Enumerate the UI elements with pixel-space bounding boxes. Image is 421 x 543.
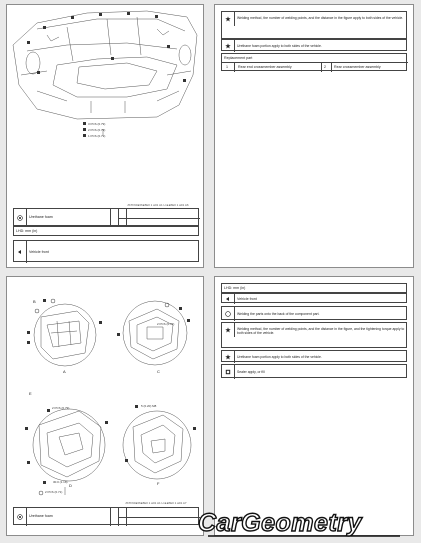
replacement-parts-header: Replacement part	[224, 56, 253, 60]
vehicle-front-label: Vehicle front	[237, 297, 257, 301]
welding-star-icon	[225, 16, 231, 22]
view-letter-c: C	[157, 369, 160, 374]
unit-row: LHD: mm (in)	[221, 283, 407, 293]
part-1-number: 1	[226, 65, 228, 69]
view-letter-e: E	[29, 391, 32, 396]
vehicle-front-icon	[18, 250, 21, 254]
welding-torque-text: Welding method, the number of welding po…	[237, 327, 405, 336]
urethane-foam-icon	[17, 215, 23, 221]
back-weld-icon	[225, 311, 231, 317]
manual-page-2: Welding method, the number of welding po…	[214, 4, 414, 268]
figure-label-5: 2 PCS (0.71)	[45, 490, 62, 494]
note-row-welding: Welding method, the number of welding po…	[221, 11, 407, 39]
figure-label-1: 2 PCS (0.79)	[52, 406, 69, 410]
replacement-parts-table: Replacement part 1 Rear end crossmember …	[221, 53, 408, 72]
lhd-unit-label: LHD: mm (in)	[16, 229, 38, 233]
back-weld-row: Welding the parts onto the back of the c…	[221, 306, 407, 321]
figure-reference: JSTF90●06●8E0 1 ●01 A1 L1●●8E0 1 ●01 A7	[125, 501, 187, 505]
lhd-unit-label: LHD: mm (in)	[224, 286, 246, 290]
sealer-icon	[225, 369, 231, 375]
manual-page-1: 3 PCS (0.79) 2 PCS (0.79) 1 PCS (0.79) J…	[6, 4, 204, 268]
urethane-row: Urethane foam portion apply to both side…	[221, 350, 407, 363]
note-row-urethane: Urethane foam portion apply to both side…	[221, 39, 407, 52]
urethane-foam-label: Urethane foam	[29, 215, 53, 219]
detail-label-3: 1 PCS (0.79)	[88, 134, 105, 138]
detail-labels: 3 PCS (0.79) 2 PCS (0.79) 1 PCS (0.79)	[83, 122, 105, 138]
view-letter-d: D	[69, 483, 72, 488]
part-2-name: Rear crossmember assembly	[334, 65, 381, 69]
vehicle-front-label: Vehicle front	[29, 250, 49, 254]
figure-label-3: 5 (0.20) M8	[141, 404, 157, 408]
vehicle-front-row: Vehicle front	[221, 293, 407, 304]
view-letter-a: A	[63, 369, 66, 374]
urethane-foam-label: Urethane foam	[29, 514, 53, 518]
part-1-name: Rear end crossmember assembly	[238, 65, 292, 69]
sealer-text: Sealer apply, or fill	[237, 370, 265, 374]
watermark-logo: CarGeometry	[197, 506, 416, 540]
welding-star-icon	[225, 327, 231, 333]
view-letter-f: F	[157, 481, 160, 486]
urethane-text: Urethane foam portion apply to both side…	[237, 355, 322, 359]
welding-torque-row: Welding method, the number of welding po…	[221, 322, 407, 348]
back-weld-text: Welding the parts onto the back of the c…	[237, 312, 320, 316]
figure-label-4: 30.0 (1.18)	[53, 480, 68, 484]
welding-note-text: Welding method, the number of welding po…	[237, 16, 404, 20]
urethane-star-icon	[225, 354, 231, 360]
rear-body-illustration	[12, 10, 198, 135]
urethane-foam-icon	[17, 514, 23, 520]
figure-reference: JSTF90●06●8E0 1 ●01 A1 L1●●8E0 1 ●01 A6	[127, 203, 189, 207]
view-letter-b: B	[33, 299, 36, 304]
manual-page-3: 2 PCS (0.79) 2 PCS (0.79) 5 (0.20) M8 30…	[6, 276, 204, 536]
detail-label-2: 2 PCS (0.79)	[88, 128, 105, 132]
legend-table-1: Urethane foam	[13, 208, 200, 227]
figure-label-2: 2 PCS (0.79)	[157, 322, 174, 326]
watermark-text: CarGeometry	[197, 508, 362, 537]
urethane-star-icon	[225, 43, 231, 49]
sealer-row: Sealer apply, or fill	[221, 364, 407, 379]
legend-table-3: Vehicle front	[13, 240, 199, 263]
part-2-number: 2	[324, 65, 326, 69]
watermark-underline	[208, 535, 400, 537]
legend-table-2: LHD: mm (in)	[13, 226, 199, 236]
legend-table-urethane: Urethane foam	[13, 507, 200, 526]
urethane-note-text: Urethane foam portion apply to both side…	[237, 44, 322, 48]
detail-label-1: 3 PCS (0.79)	[88, 122, 105, 126]
vehicle-front-icon	[226, 297, 229, 301]
rear-detail-illustrations: 2 PCS (0.79) 2 PCS (0.79) 5 (0.20) M8 30…	[25, 298, 196, 496]
manual-page-4: LHD: mm (in) Vehicle front Welding the p…	[214, 276, 414, 536]
